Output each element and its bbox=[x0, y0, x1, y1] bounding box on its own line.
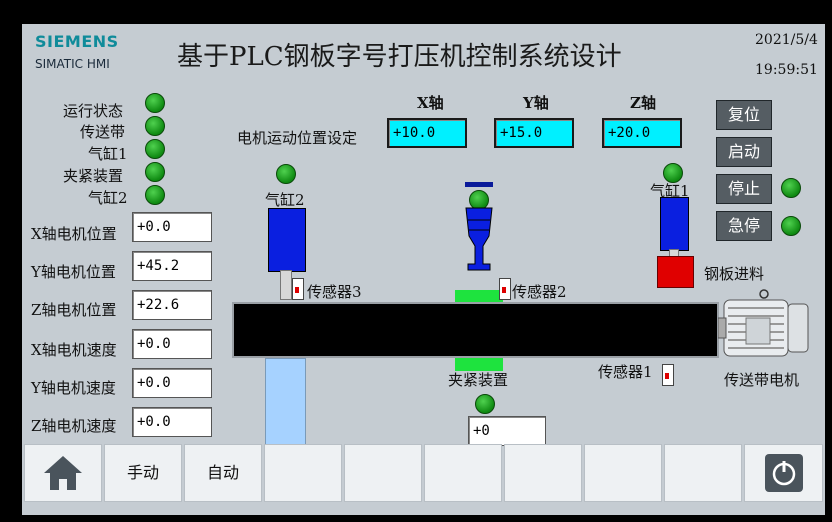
power-button[interactable] bbox=[744, 444, 823, 502]
stamp-head-icon bbox=[465, 207, 493, 271]
x-speed-field: +0.0 bbox=[132, 329, 212, 359]
manual-button[interactable]: 手动 bbox=[104, 444, 182, 502]
steel-feed-label: 钢板进料 bbox=[704, 265, 765, 283]
status-lamp-running bbox=[145, 93, 165, 113]
power-icon bbox=[764, 454, 803, 492]
sensor2-icon bbox=[499, 278, 511, 300]
z-axis-header: Z轴 bbox=[630, 94, 656, 112]
function-key-9[interactable] bbox=[664, 444, 742, 502]
y-axis-header: Y轴 bbox=[523, 94, 549, 112]
function-key-4[interactable] bbox=[264, 444, 342, 502]
cylinder2-label: 气缸2 bbox=[265, 191, 305, 209]
x-speed-label: X轴电机速度 bbox=[31, 341, 117, 359]
status-label-running: 运行状态 bbox=[63, 102, 124, 120]
top-block bbox=[455, 290, 503, 303]
x-position-label: X轴电机位置 bbox=[31, 225, 117, 243]
z-speed-field: +0.0 bbox=[132, 407, 212, 437]
date-display: 2021/5/4 bbox=[755, 32, 818, 48]
x-position-field: +0.0 bbox=[132, 212, 212, 242]
sensor2-label: 传感器2 bbox=[512, 283, 567, 301]
cylinder2-lamp bbox=[276, 164, 296, 184]
hmi-screen: SIEMENS SIMATIC HMI 基于PLC钢板字号打压机控制系统设计 2… bbox=[22, 24, 825, 515]
y-position-field: +45.2 bbox=[132, 251, 212, 281]
conveyor-motor-icon bbox=[718, 289, 809, 357]
z-position-label: Z轴电机位置 bbox=[31, 301, 117, 319]
start-button[interactable]: 启动 bbox=[716, 137, 772, 167]
z-speed-label: Z轴电机速度 bbox=[31, 417, 117, 435]
conveyor-belt bbox=[232, 302, 719, 358]
y-position-label: Y轴电机位置 bbox=[31, 263, 116, 281]
stop-button[interactable]: 停止 bbox=[716, 174, 772, 204]
estop-indicator-lamp bbox=[781, 216, 801, 236]
steel-plate-block bbox=[657, 256, 694, 288]
y-setpoint-input[interactable]: +15.0 bbox=[494, 118, 574, 148]
sensor1-icon bbox=[662, 364, 674, 386]
sensor3-icon bbox=[292, 278, 304, 300]
cylinder1-body bbox=[660, 197, 689, 251]
conveyor-motor-label: 传送带电机 bbox=[724, 371, 800, 389]
stamp-head-top bbox=[465, 182, 493, 187]
z-setpoint-input[interactable]: +20.0 bbox=[602, 118, 682, 148]
cylinder2-rod bbox=[280, 270, 292, 300]
status-lamp-cylinder2 bbox=[145, 185, 165, 205]
time-display: 19:59:51 bbox=[755, 62, 818, 78]
function-key-7[interactable] bbox=[504, 444, 582, 502]
x-axis-header: X轴 bbox=[417, 94, 444, 112]
cylinder2-body bbox=[268, 208, 306, 272]
cylinder1-label: 气缸1 bbox=[650, 182, 690, 200]
page-title: 基于PLC钢板字号打压机控制系统设计 bbox=[177, 42, 622, 72]
status-lamp-clamp bbox=[145, 162, 165, 182]
position-setting-label: 电机运动位置设定 bbox=[237, 129, 358, 147]
z-position-field: +22.6 bbox=[132, 290, 212, 320]
function-key-8[interactable] bbox=[584, 444, 662, 502]
clamp-value-field: +0 bbox=[468, 416, 546, 446]
y-speed-field: +0.0 bbox=[132, 368, 212, 398]
clamp-label: 夹紧装置 bbox=[448, 371, 509, 389]
x-setpoint-input[interactable]: +10.0 bbox=[387, 118, 467, 148]
clamp-lamp bbox=[475, 394, 495, 414]
status-label-cylinder1: 气缸1 bbox=[88, 145, 128, 163]
stop-indicator-lamp bbox=[781, 178, 801, 198]
function-key-5[interactable] bbox=[344, 444, 422, 502]
status-label-cylinder2: 气缸2 bbox=[88, 189, 128, 207]
status-lamp-conveyor bbox=[145, 116, 165, 136]
home-button[interactable] bbox=[24, 444, 102, 502]
emergency-stop-button[interactable]: 急停 bbox=[716, 211, 772, 241]
y-speed-label: Y轴电机速度 bbox=[31, 379, 116, 397]
sensor3-label: 传感器3 bbox=[307, 283, 362, 301]
home-icon bbox=[44, 456, 82, 490]
cylinder1-lamp bbox=[663, 163, 683, 183]
clamp-block bbox=[455, 358, 503, 371]
reset-button[interactable]: 复位 bbox=[716, 100, 772, 130]
status-label-conveyor: 传送带 bbox=[80, 123, 126, 141]
product-name: SIMATIC HMI bbox=[35, 57, 110, 71]
sensor1-label: 传感器1 bbox=[598, 363, 653, 381]
function-key-6[interactable] bbox=[424, 444, 502, 502]
status-lamp-cylinder1 bbox=[145, 139, 165, 159]
brand-logo: SIEMENS bbox=[35, 32, 119, 51]
bottom-block bbox=[265, 358, 306, 446]
status-label-clamp: 夹紧装置 bbox=[63, 167, 124, 185]
auto-button[interactable]: 自动 bbox=[184, 444, 262, 502]
